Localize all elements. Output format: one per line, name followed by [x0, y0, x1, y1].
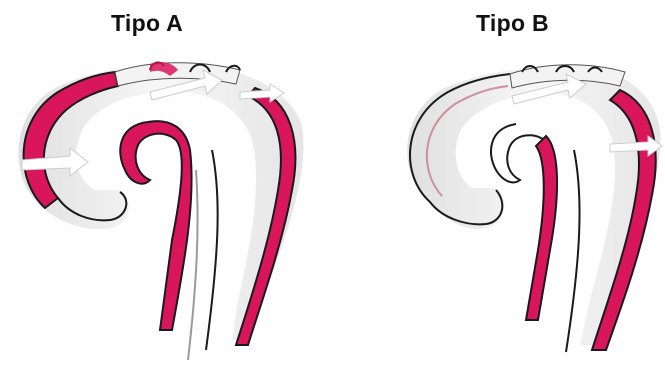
type-a-inner-loop — [120, 121, 191, 330]
type-a-descending-wall — [206, 150, 218, 350]
type-b-descending-dissection-inner — [526, 136, 557, 320]
type-b-descending-wall — [566, 150, 580, 352]
type-b-aorta — [407, 65, 662, 352]
type-a-aorta — [18, 62, 303, 360]
type-b-inner-loop — [491, 124, 544, 182]
